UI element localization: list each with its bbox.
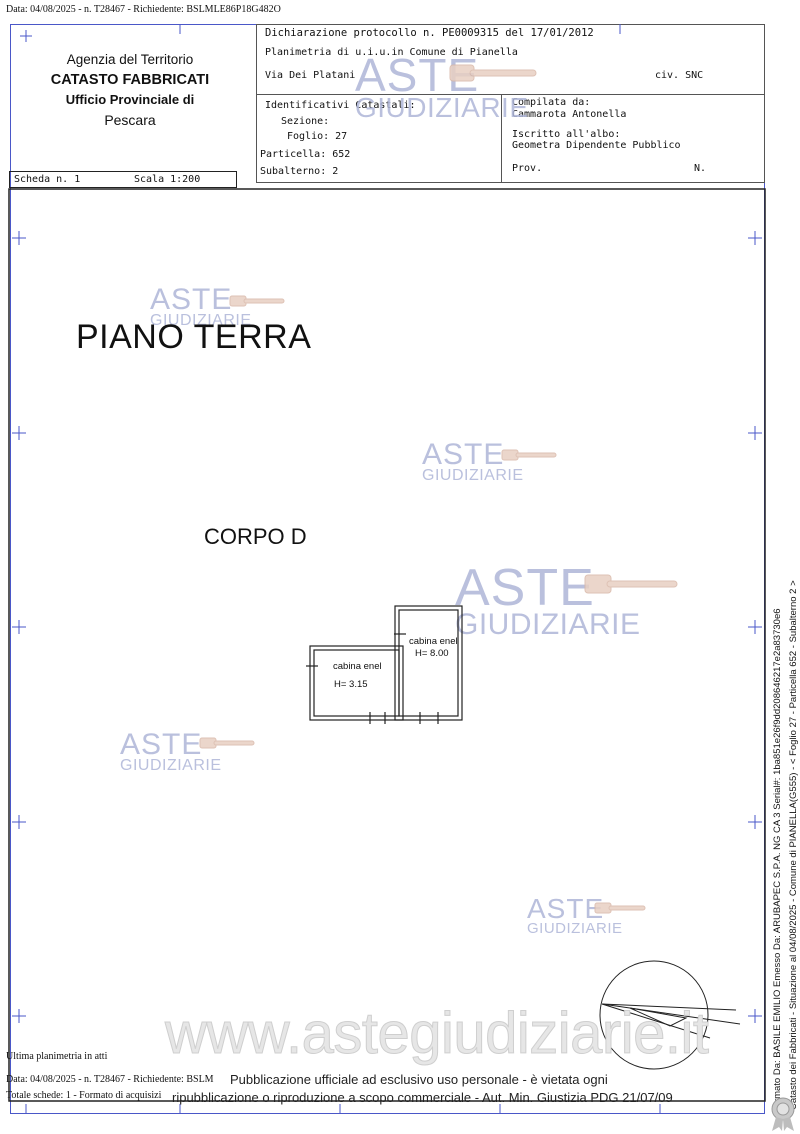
declaration-table: Dichiarazione protocollo n. PE0009315 de… <box>256 24 765 183</box>
office-label: Ufficio Provinciale di <box>65 92 195 107</box>
header-meta: Data: 04/08/2025 - n. T28467 - Richieden… <box>6 4 281 15</box>
footer-meta-2: Totale schede: 1 - Formato di acquisizi <box>6 1090 162 1101</box>
website-watermark: www.astegiudiziarie.it <box>164 1001 709 1067</box>
street: Via Dei Platani <box>265 70 356 81</box>
scheda-number: Scheda n. 1 <box>14 174 81 185</box>
compilata-name: Cammarota Antonella <box>512 109 627 120</box>
civic-number: civ. SNC <box>655 70 704 81</box>
subalterno: Subalterno: 2 <box>260 166 339 177</box>
catasto-title: CATASTO FABBRICATI <box>50 72 210 88</box>
gavel-icon <box>449 64 537 82</box>
particella: Particella: 652 <box>260 149 351 160</box>
scheda-box: Scheda n. 1 Scala 1:200 <box>9 171 237 188</box>
room2-name: cabina enel <box>409 636 458 647</box>
scale-label: Scala 1:200 <box>134 174 201 185</box>
footer-meta-1: Data: 04/08/2025 - n. T28467 - Richieden… <box>6 1074 214 1085</box>
north-arrow-icon <box>599 960 741 1070</box>
room1-name: cabina enel <box>333 661 382 672</box>
gavel-icon <box>199 737 255 749</box>
floor-plan <box>306 605 463 724</box>
watermark-5: ASTE GIUDIZIARIE <box>527 893 623 937</box>
watermark-4: ASTE GIUDIZIARIE <box>120 728 222 774</box>
planimetry-line: Planimetria di u.i.u.in Comune di Pianel… <box>265 47 518 58</box>
office-city: Pescara <box>104 112 156 128</box>
number-label: N. <box>694 163 707 174</box>
watermark-2: ASTE GIUDIZIARIE <box>422 438 524 484</box>
room1-height: H= 3.15 <box>334 679 368 690</box>
side-signature-text: Firmato Da: BASILE EMILIO Emesso Da: ARU… <box>772 608 783 1110</box>
protocol-line: Dichiarazione protocollo n. PE0009315 de… <box>265 27 594 39</box>
foglio: Foglio: 27 <box>287 131 348 142</box>
side-cadastral-text: Catasto dei Fabbricati - Situazione al 0… <box>788 580 799 1110</box>
corpo-label: CORPO D <box>204 524 307 549</box>
publication-notice-1: Pubblicazione ufficiale ad esclusivo uso… <box>230 1072 608 1087</box>
publication-notice-2: ripubblicazione o riproduzione a scopo c… <box>172 1090 673 1105</box>
watermark-header: ASTE GIUDIZIARIE <box>355 49 529 123</box>
iscritto-value: Geometra Dipendente Pubblico <box>512 140 681 151</box>
iscritto-label: Iscritto all'albo: <box>512 129 621 140</box>
sezione: Sezione: <box>281 116 330 127</box>
watermark-3: ASTE GIUDIZIARIE <box>455 559 641 641</box>
gavel-icon <box>229 295 285 307</box>
watermark-1: ASTE GIUDIZIARIE <box>150 283 252 329</box>
gavel-icon <box>584 574 678 594</box>
agency-name: Agenzia del Territorio <box>66 52 194 67</box>
last-plan-note: Ultima planimetria in atti <box>6 1051 108 1062</box>
prov-label: Prov. <box>512 163 543 174</box>
compilata-label: Compilata da: <box>512 97 591 108</box>
agency-block: Agenzia del Territorio CATASTO FABBRICAT… <box>30 50 230 130</box>
seal-icon <box>771 1097 795 1131</box>
gavel-icon <box>594 902 646 914</box>
ident-title: Identificativi Catastali: <box>265 100 416 111</box>
plan-title: PIANO TERRA <box>76 318 312 356</box>
gavel-icon <box>501 449 557 461</box>
room2-height: H= 8.00 <box>415 648 449 659</box>
